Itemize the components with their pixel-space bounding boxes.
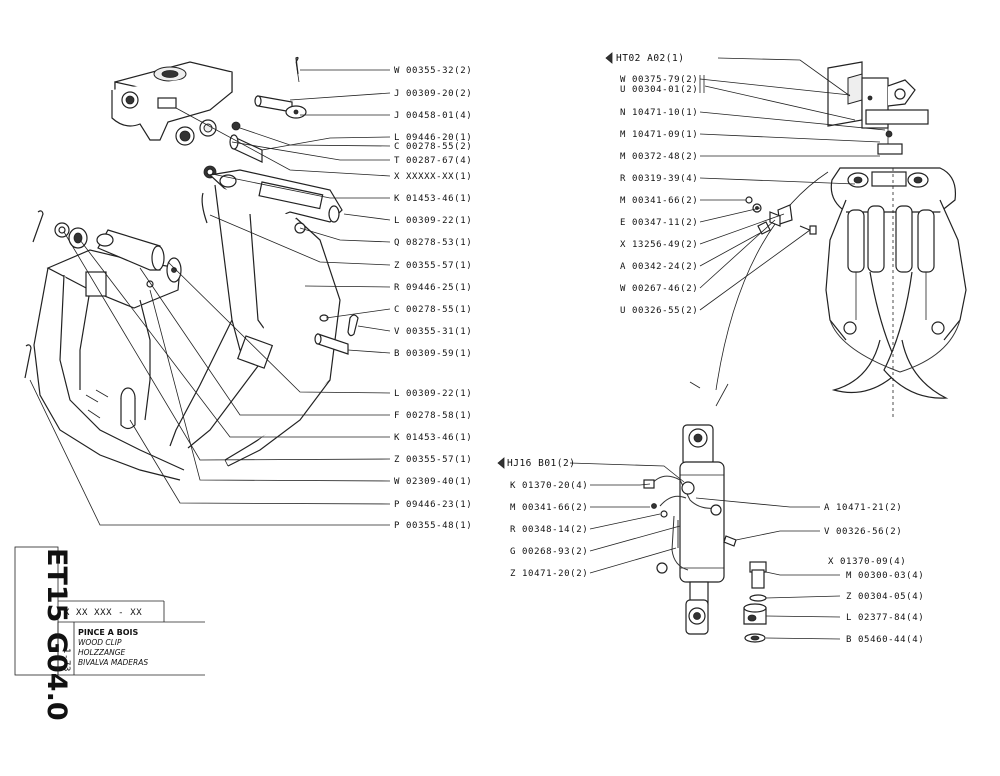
right-callout: U 00326-55(2) <box>620 306 698 316</box>
title-en: WOOD CLIP <box>78 638 122 647</box>
left-loose-parts <box>24 210 359 379</box>
left-callout: K 01453-46(1) <box>394 433 472 443</box>
right-callout: U 00304-01(2) <box>620 85 698 95</box>
left-callout: Z 00355-57(1) <box>394 455 472 465</box>
left-callout: C 00278-55(2) <box>394 142 472 152</box>
left-callout: J 00309-20(2) <box>394 89 472 99</box>
cylinder-ref: HJ16 B01(2) <box>507 458 575 469</box>
left-callout: V 00355-31(1) <box>394 327 472 337</box>
ref-number: X XX XXX - XX <box>64 608 142 618</box>
ref-arrow-icon <box>605 52 613 64</box>
left-callout-labels: W 00355-32(2) J 00309-20(2) J 00458-01(4… <box>394 66 472 531</box>
fitting-callout: B 05460-44(4) <box>846 635 924 645</box>
sheet-date: 1-73 <box>61 648 71 672</box>
right-callout: M 00341-66(2) <box>620 196 698 206</box>
title-fr: PINCE A BOIS <box>78 628 139 637</box>
right-top-leader-lines <box>699 57 886 311</box>
fitting-callout: Z 00304-05(4) <box>846 592 924 602</box>
left-callout: Z 00355-57(1) <box>394 261 472 271</box>
cylinder-callout: Z 10471-20(2) <box>510 569 588 579</box>
right-callout: X 13256-49(2) <box>620 240 698 250</box>
left-leader-lines <box>29 69 391 526</box>
title-de: HOLZZANGE <box>78 648 126 657</box>
left-callout: J 00458-01(4) <box>394 111 472 121</box>
left-callout: X XXXXX-XX(1) <box>394 172 472 182</box>
ref-arrow-icon <box>497 457 505 469</box>
left-callout: T 00287-67(4) <box>394 156 472 166</box>
cylinder-callout: A 10471-21(2) <box>824 503 902 513</box>
left-jaw <box>33 229 185 481</box>
left-callout: L 09446-20(1) <box>394 133 472 143</box>
cylinder-drawing <box>643 424 767 643</box>
left-callout: R 09446-25(1) <box>394 283 472 293</box>
fitting-callout: M 00300-03(4) <box>846 571 924 581</box>
fittings <box>743 561 767 643</box>
left-callout: K 01453-46(1) <box>394 194 472 204</box>
title-block: ET15 G04.0 1-73 X XX XXX - XX PINCE A BO… <box>14 546 205 721</box>
left-callout: P 09446-23(1) <box>394 500 472 510</box>
right-callout: W 00267-46(2) <box>620 284 698 294</box>
left-callout: Q 08278-53(1) <box>394 238 472 248</box>
right-top-labels: HT02 A02(1) W 00375-79(2) U 00304-01(2) … <box>605 52 705 316</box>
left-callout: L 00309-22(1) <box>394 216 472 226</box>
right-callout: R 00319-39(4) <box>620 174 698 184</box>
right-callout: N 10471-10(1) <box>620 108 698 118</box>
right-callout: A 00342-24(2) <box>620 262 698 272</box>
right-callout: M 10471-09(1) <box>620 130 698 140</box>
cylinder-callout: K 01370-20(4) <box>510 481 588 491</box>
clip-exploded-drawing <box>24 56 391 526</box>
left-callout: L 00309-22(1) <box>394 389 472 399</box>
right-callout: W 00375-79(2) <box>620 75 698 85</box>
left-callout: C 00278-55(1) <box>394 305 472 315</box>
cylinder-callout: R 00348-14(2) <box>510 525 588 535</box>
title-es: BIVALVA MADERAS <box>78 658 148 667</box>
right-callout: E 00347-11(2) <box>620 218 698 228</box>
fitting-callout: L 02377-84(4) <box>846 613 924 623</box>
left-callout: W 00355-32(2) <box>394 66 472 76</box>
cylinder-leader-lines <box>569 462 841 640</box>
right-jaw <box>169 169 343 467</box>
left-callout: W 02309-40(1) <box>394 477 472 487</box>
cylinder-callout: V 00326-56(2) <box>824 527 902 537</box>
sheet-code: ET15 G04.0 <box>41 548 72 721</box>
cylinder-labels: HJ16 B01(2) K 01370-20(4) M 00341-66(2) … <box>497 457 924 645</box>
left-callout: F 00278-58(1) <box>394 411 472 421</box>
grapple-assembly-drawing <box>689 61 967 420</box>
fitting-callout: X 01370-09(4) <box>828 557 906 567</box>
mounting-block <box>111 61 233 146</box>
assembly-ref: HT02 A02(1) <box>616 53 684 64</box>
left-callout: P 00355-48(1) <box>394 521 472 531</box>
cylinder-callout: G 00268-93(2) <box>510 547 588 557</box>
right-callout: M 00372-48(2) <box>620 152 698 162</box>
cylinder-callout: M 00341-66(2) <box>510 503 588 513</box>
left-callout: B 00309-59(1) <box>394 349 472 359</box>
